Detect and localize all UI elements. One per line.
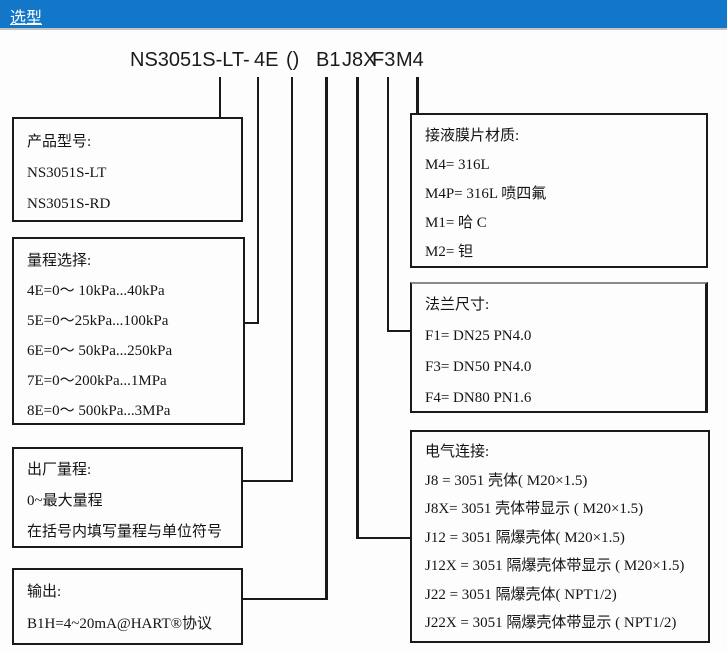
model-segment-parens: () [286, 49, 300, 71]
section-header-bar: 选型 [0, 0, 727, 30]
option-row: J12X = 3051 隔爆壳体带显示 ( M20×1.5) [425, 558, 685, 574]
box-electrical-connection: 电气连接: J8 = 3051 壳体( M20×1.5) J8X= 3051 壳… [410, 430, 710, 643]
connector-line-electrical [356, 77, 359, 539]
option-row: M2= 钽 [425, 244, 474, 260]
model-segment-base: NS3051S-LT [130, 49, 245, 71]
option-row: 4E=0～ 10kPa...40kPa [27, 283, 165, 299]
model-segment-material: M4 [396, 49, 424, 71]
option-row: 7E=0～200kPa...1MPa [27, 373, 167, 389]
box-output: 输出: B1H=4~20mA@HART®协议 [12, 568, 243, 645]
connector-line-range [257, 77, 259, 324]
box-product-model: 产品型号: NS3051S-LT NS3051S-RD [12, 117, 243, 222]
option-row: NS3051S-LT [27, 165, 107, 181]
option-row: 5E=0～25kPa...100kPa [27, 313, 169, 329]
option-row: F4= DN80 PN1.6 [425, 390, 532, 406]
option-row: J22X = 3051 隔爆壳体带显示 ( NPT1/2) [425, 615, 677, 631]
box-title: 量程选择: [27, 253, 92, 269]
option-row: F1= DN25 PN4.0 [425, 328, 532, 344]
option-row: 在括号内填写量程与单位符号 [27, 524, 223, 540]
box-factory-range: 出厂量程: 0~最大量程 在括号内填写量程与单位符号 [12, 447, 243, 548]
model-segment-output: B1 [316, 49, 341, 71]
option-row: M1= 哈 C [425, 215, 487, 231]
connector-line-material [416, 77, 419, 115]
box-title: 法兰尺寸: [425, 297, 490, 313]
box-diaphragm-material: 接液膜片材质: M4= 316L M4P= 316L 喷四氟 M1= 哈 C M… [410, 113, 708, 268]
model-segment-range: 4E [254, 49, 279, 71]
connector-line-range-h [245, 322, 259, 324]
option-row: M4P= 316L 喷四氟 [425, 186, 547, 202]
box-flange-size: 法兰尺寸: F1= DN25 PN4.0 F3= DN50 PN4.0 F4= … [410, 282, 708, 413]
box-title: 接液膜片材质: [425, 128, 520, 144]
model-segment-flange: F3 [372, 49, 396, 71]
option-row: 0~最大量程 [27, 493, 103, 509]
option-row: B1H=4~20mA@HART®协议 [27, 616, 213, 632]
box-title: 产品型号: [27, 134, 92, 150]
option-row: 8E=0～ 500kPa...3MPa [27, 403, 171, 419]
option-row: F3= DN50 PN4.0 [425, 359, 532, 375]
model-segment-hyphen: - [243, 49, 250, 71]
connector-line-output [325, 77, 328, 600]
section-header-link[interactable]: 选型 [10, 10, 43, 27]
option-row: M4= 316L [425, 157, 490, 173]
connector-line-electrical-h [357, 537, 410, 539]
connector-line-flange-h [388, 330, 410, 332]
option-row: J22 = 3051 隔爆壳体( NPT1/2) [425, 586, 617, 603]
connector-line-parens [291, 77, 293, 482]
option-row: J8X= 3051 壳体带显示 ( M20×1.5) [425, 501, 644, 517]
connector-line-flange [387, 77, 389, 332]
connector-line-base [219, 77, 221, 117]
connector-line-parens-h [243, 480, 293, 482]
box-title: 出厂量程: [27, 462, 92, 478]
option-row: J8 = 3051 壳体( M20×1.5) [425, 472, 588, 489]
option-row: NS3051S-RD [27, 196, 111, 212]
option-row: J12 = 3051 隔爆壳体( M20×1.5) [425, 529, 625, 546]
option-row: 6E=0～ 50kPa...250kPa [27, 343, 173, 359]
connector-line-output-h [243, 598, 327, 600]
box-range-selection: 量程选择: 4E=0～ 10kPa...40kPa 5E=0～25kPa...1… [12, 237, 245, 425]
box-title: 输出: [27, 584, 62, 600]
box-title: 电气连接: [425, 444, 490, 460]
model-segment-electrical: J8X [342, 49, 377, 71]
